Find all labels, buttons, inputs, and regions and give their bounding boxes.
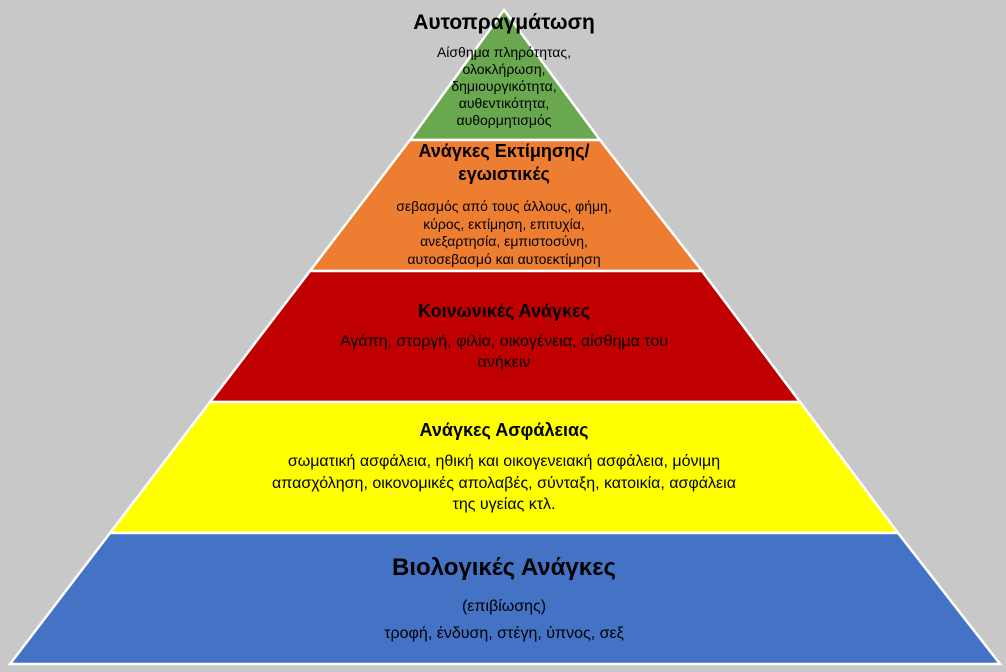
tier-line: σεβασμός από τους άλλους, φήμη, [396,198,612,214]
tier-title: Κοινωνικές Ανάγκες [417,301,591,321]
tier-line: ολοκλήρωση, [462,61,546,77]
tier-title: Ανάγκες Εκτίμησης/ [418,141,590,161]
tier-title: Ανάγκες Ασφάλειας [419,420,589,440]
tier-line: κύρος, εκτίμηση, επιτυχία, [423,215,585,232]
tier-title: Βιολογικές Ανάγκες [391,554,616,581]
tier-line: αυθεντικότητα, [458,95,550,111]
tier-line: αυτοσεβασμό και αυτοεκτίμηση [407,250,601,267]
tier-title: εγωιστικές [458,164,550,184]
tier-line: σωματική ασφάλεια, ηθική και οικογενειακ… [287,453,721,470]
tier-line: (επιβίωσης) [461,598,547,615]
tier-esteem: Ανάγκες Εκτίμησης/ εγωιστικές σεβασμός α… [354,140,654,268]
tier-self-actualization: Αυτοπραγμάτωση Αίσθημα πληρότητας, ολοκλ… [394,10,614,129]
tier-physiological: Βιολογικές Ανάγκες (επιβίωσης) τροφή, έν… [224,552,784,644]
tier-safety: Ανάγκες Ασφάλειας σωματική ασφάλεια, ηθι… [224,418,784,516]
tier-line: Αγάπη, στοργή, φιλία, οικογένεια, αίσθημ… [339,333,669,350]
tier-line: απασχόληση, οικονομικές απολαβές, σύνταξ… [272,474,736,492]
tier-line: της υγείας κτλ. [452,496,556,513]
tier-line: δημιουργικότητα, [451,78,557,94]
tier-line: ανήκειν [477,354,531,371]
tier-title: Αυτοπραγμάτωση [413,11,595,34]
tier-line: ανεξαρτησία, εμπιστοσύνη, [420,233,588,249]
tier-line: Αίσθημα πληρότητας, [436,44,572,60]
tier-social: Κοινωνικές Ανάγκες Αγάπη, στοργή, φιλία,… [294,299,714,373]
tier-line: αυθορμητισμός [456,112,552,128]
tier-physiological-shape [7,531,1003,666]
tier-line: τροφή, ένδυση, στέγη, ύπνος, σεξ [384,625,624,642]
